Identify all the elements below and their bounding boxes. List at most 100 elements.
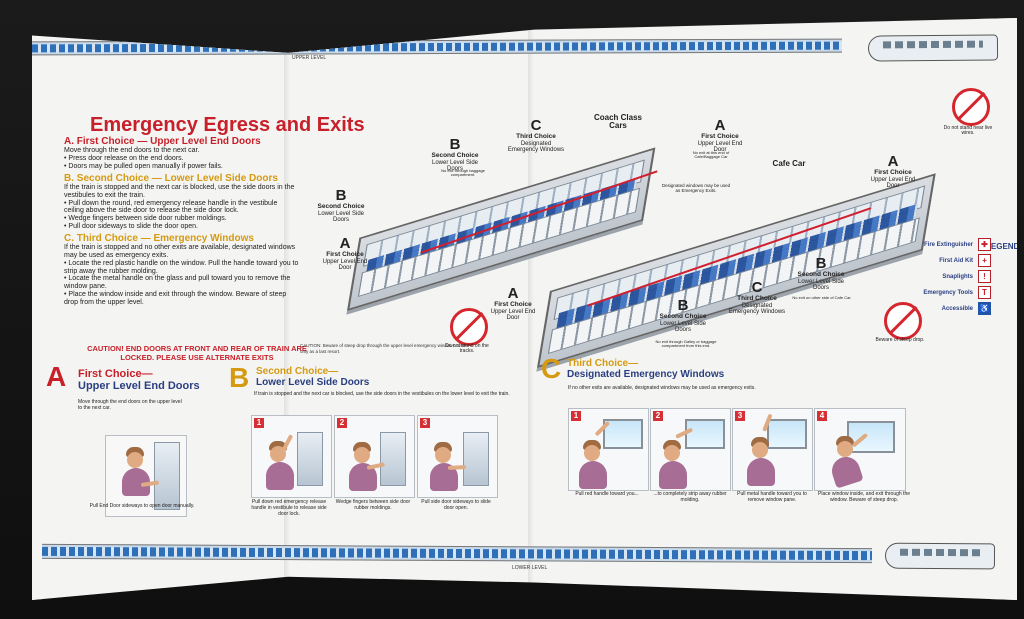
right-fold-line xyxy=(528,18,534,600)
passenger-c1-body xyxy=(579,461,607,489)
third-choice-panel-3: 3 xyxy=(732,408,813,491)
passenger-c2-head xyxy=(664,445,680,461)
third-choice-bullet-1: • Locate the red plastic handle on the w… xyxy=(64,259,299,275)
passenger-c1-head xyxy=(584,445,600,461)
fire-extinguisher-icon: ✚ xyxy=(978,238,991,251)
snaplight-icon: ! xyxy=(978,270,991,283)
coach-third-choice-heading: Third Choice xyxy=(516,132,556,140)
instruction-b-heading: Second Choice— Lower Level Side Doors xyxy=(256,366,370,388)
left-lower-level-side-doors: Lower Level Side Doors xyxy=(317,210,365,223)
vestibule-door-3 xyxy=(463,432,489,486)
window-illustration-3 xyxy=(767,419,807,449)
legend-accessible: Accessible♿ xyxy=(942,302,991,315)
steep-drop-warning-icon xyxy=(884,302,922,340)
designated-windows-note: Designated windows may be used as Emerge… xyxy=(661,183,731,193)
window-illustration-2 xyxy=(685,419,725,449)
third-choice-caption-2: ...to completely strip away rubber moldi… xyxy=(653,491,727,503)
left-first-choice-heading: First Choice xyxy=(326,250,364,258)
tracks-warning-icon xyxy=(450,308,488,346)
third-choice-caption-3: Pull metal handle toward you to remove w… xyxy=(737,491,807,503)
coach-second-choice-callout: B Second Choice Lower Level Side Doors xyxy=(424,137,486,172)
instruction-b-heading-line-1: Second Choice— xyxy=(256,366,339,377)
cafe-first-choice-heading: First Choice xyxy=(494,300,532,308)
coach-no-exit-baggage-note: No exit through baggage compartment. xyxy=(441,168,485,178)
instruction-a-heading: First Choice— Upper Level End Doors xyxy=(78,368,200,392)
coach-first-choice-letter: A xyxy=(714,117,726,134)
instruction-b-heading-line-2: Lower Level Side Doors xyxy=(256,376,370,388)
left-first-choice-callout: A First Choice Upper Level End Door xyxy=(320,236,370,271)
passenger-b2-head xyxy=(354,447,370,463)
legend-snaplights: Snaplights! xyxy=(942,270,991,283)
instruction-c-body: If no other exits are available, designa… xyxy=(568,385,756,391)
cafe-second-choice-callout: B Second Choice Lower Level Side Doors xyxy=(652,298,714,333)
left-second-choice-heading: Second Choice xyxy=(317,202,365,210)
passenger-c4-head xyxy=(837,441,853,457)
first-aid-icon: + xyxy=(978,254,991,267)
coach-first-choice-callout: A First Choice Upper Level End Door xyxy=(694,118,746,153)
second-choice-caption-1: Pull down red emergency release handle i… xyxy=(251,499,327,517)
left-second-choice-letter: B xyxy=(335,187,347,204)
instruction-a-letter: A xyxy=(46,361,67,392)
right-second-choice-heading: Second Choice xyxy=(797,270,845,278)
first-choice-bullet-1: • Press door release on the end doors. xyxy=(64,155,184,163)
locked-doors-caution: CAUTION! END DOORS AT FRONT AND REAR OF … xyxy=(87,344,307,362)
passenger-c3-head xyxy=(752,442,768,458)
instruction-a-heading-line-2: Upper Level End Doors xyxy=(78,379,200,392)
right-upper-level-end-door: Upper Level End Door xyxy=(870,176,916,189)
cafe-lower-level-side-doors: Lower Level Side Doors xyxy=(659,320,707,333)
coach-third-choice-letter: C xyxy=(530,117,542,134)
third-choice-intro: If the train is stopped and no other exi… xyxy=(64,244,296,259)
vestibule-door-1 xyxy=(297,432,323,486)
coach-second-choice-heading: Second Choice xyxy=(431,151,479,159)
second-choice-panel-3-number: 3 xyxy=(420,418,430,428)
upper-level-label: UPPER LEVEL xyxy=(292,55,327,61)
no-exit-other-side-note: No exit on other side of Cafe Car. xyxy=(792,295,852,300)
lower-locomotive xyxy=(884,542,996,570)
no-exit-galley-note: No exit through Galley or baggage compar… xyxy=(655,339,717,349)
legend-first-aid-label: First Aid Kit xyxy=(939,257,973,264)
second-choice-panel-2: 2 xyxy=(334,415,415,498)
second-choice-intro: If the train is stopped and the next car… xyxy=(64,183,295,199)
third-choice-panel-4-number: 4 xyxy=(817,411,827,421)
coach-third-choice-callout: C Third Choice Designated Emergency Wind… xyxy=(505,118,567,153)
passenger-c4-body xyxy=(828,453,864,489)
third-choice-panel-3-number: 3 xyxy=(735,411,745,421)
right-first-choice-letter: A xyxy=(887,153,899,170)
vestibule-door-2 xyxy=(380,432,406,486)
second-choice-panel-2-number: 2 xyxy=(337,418,347,428)
second-choice-bullet-3: • Pull door sideways to slide the door o… xyxy=(64,223,198,230)
overview-text: A. First Choice — Upper Level End Doors … xyxy=(64,136,299,307)
right-lower-level-side-doors: Lower Level Side Doors xyxy=(797,278,845,291)
cafe-third-choice-heading: Third Choice xyxy=(737,294,777,302)
coach-first-choice-heading: First Choice xyxy=(701,132,739,140)
second-choice-panel-1: 1 xyxy=(251,415,332,498)
passenger-a-head xyxy=(127,452,143,468)
third-choice-panel-2: 2 xyxy=(650,408,731,491)
third-choice-panel-1: 1 xyxy=(568,408,649,491)
legend-snaplights-label: Snaplights xyxy=(942,273,973,280)
left-fold-line xyxy=(284,18,290,600)
cafe-second-choice-letter: B xyxy=(677,297,689,314)
lower-train-strip xyxy=(41,543,873,564)
page-title: Emergency Egress and Exits xyxy=(90,114,365,136)
third-choice-panel-1-number: 1 xyxy=(571,411,581,421)
passenger-b1-body xyxy=(266,462,294,490)
left-second-choice-callout: B Second Choice Lower Level Side Doors xyxy=(312,188,370,223)
instruction-c-heading-line-2: Designated Emergency Windows xyxy=(567,368,725,380)
instruction-b-letter: B xyxy=(229,362,250,393)
coach-upper-level-end-door: Upper Level End Door xyxy=(697,140,743,153)
cafe-third-choice-letter: C xyxy=(751,279,763,296)
left-upper-level-end-door: Upper Level End Door xyxy=(322,258,368,271)
emergency-brochure-sheet: UPPER LEVEL LOWER LEVEL Emergency Egress… xyxy=(32,18,1017,600)
third-choice-panel-2-number: 2 xyxy=(653,411,663,421)
legend-emergency-tools-label: Emergency Tools xyxy=(923,289,973,296)
tracks-warning-caption: Do not stand on the tracks. xyxy=(445,343,489,355)
coach-no-exit-end-note: No exit at this end of Cafe/Baggage Car xyxy=(692,150,730,160)
instruction-c-letter: C xyxy=(541,353,562,384)
cafe-second-choice-heading: Second Choice xyxy=(659,312,707,320)
instruction-a-end-door-illustration xyxy=(105,435,187,517)
coach-designated-emergency-windows: Designated Emergency Windows xyxy=(507,140,565,153)
first-choice-bullet-2: • Doors may be pulled open manually if p… xyxy=(64,162,223,170)
window-illustration-4 xyxy=(847,421,895,453)
